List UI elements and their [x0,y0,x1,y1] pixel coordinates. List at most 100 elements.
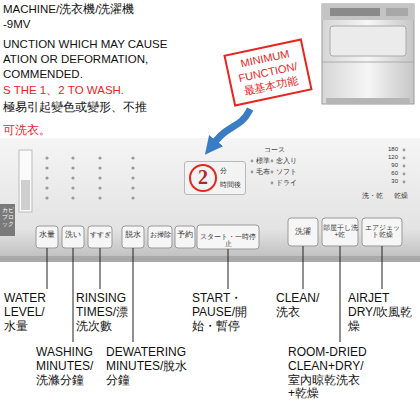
node-text: 2 [189,164,217,192]
leader-line [340,246,341,342]
scale-number: 90 [382,162,398,169]
control-panel [288,218,318,246]
node-text: MINIMUM FUNCTION/最基本功能 [231,46,304,100]
control-panel [98,166,101,169]
washing-machine-photo [330,8,380,16]
leader-line [228,249,229,289]
warning-text: 可洗衣。 [3,124,51,137]
control-panel [197,225,259,249]
control-panel [251,171,254,174]
control-panel [19,150,32,212]
scale-number: 60 [382,170,398,177]
course-option: 念入り [276,157,297,164]
node-subtext: 分 [220,166,241,176]
warning-text: S THE 1、2 TO WASH. [3,84,124,97]
course-option: ソフト [276,168,297,175]
display-window: 2分時間後 [184,161,246,195]
button-label: エアジェット乾燥 [362,224,402,239]
control-panel [362,218,402,246]
washing-machine-photo [330,26,406,56]
washing-machine-photo [322,4,414,104]
leader-line [133,248,134,342]
button-label: 部屋干し洗+乾 [322,224,358,239]
control-panel [271,160,274,163]
scale-number: 30 [382,178,398,185]
control-panel [403,181,406,184]
control-panel [62,226,84,248]
control-panel [98,176,101,179]
control-panel [0,138,420,260]
control-panel [45,149,405,200]
course-option: ドライ [276,179,297,186]
control-panel [45,166,48,169]
control-panel [322,218,358,246]
course-option: 毛布 [256,168,270,175]
control-panel [98,196,101,199]
scale-number: 180 [382,146,398,153]
course-option: 標準 [256,157,270,164]
control-panel [148,226,172,248]
button-label: 脱水 [122,231,144,240]
pointer-arrow [215,109,250,142]
button-label: スタート・一時停止 [197,233,259,248]
control-panel [98,156,101,159]
warning-text: COMMENDED. [3,68,83,81]
control-panel [71,156,74,159]
control-panel [131,186,134,189]
leader-line [47,246,382,342]
control-panel [36,218,402,249]
control-panel [45,156,48,159]
scale-number: 120 [382,154,398,161]
warning-text: UNCTION WHICH MAY CAUSE [3,38,167,51]
control-panel [0,256,420,262]
control-panel [271,171,274,174]
washing-machine-photo [326,98,410,104]
control-panel [271,182,274,185]
annotation-label: CLEAN/洗衣 [276,292,322,320]
control-panel [45,186,48,189]
tab-label: カビブロック [1,207,15,228]
washing-machine-photo [386,8,408,16]
control-panel [403,173,406,176]
control-panel [0,138,420,262]
control-panel [0,204,15,236]
control-panel [251,160,254,163]
annotation-label: RINSING TIMES/漂洗次數 [76,292,128,333]
washing-machine-photo [322,4,414,20]
control-panel [21,180,30,210]
washing-machine-photo [322,4,414,104]
control-panel [131,166,134,169]
model-number: -9MV [3,18,30,31]
control-panel [403,157,406,160]
warning-text: 極易引起變色或變形、不推 [3,101,147,114]
button-label: 水量 [36,231,58,240]
control-panel [122,226,144,248]
control-panel [175,226,195,248]
annotation-label: ROOM-DRIED CLEAN+DRY/室內晾乾洗衣+乾燥 [288,346,374,401]
control-panel [71,186,74,189]
leader-line [47,248,48,289]
control-panel [131,176,134,179]
control-panel [98,186,101,189]
control-panel [88,226,112,248]
button-label: 洗い [62,231,84,240]
control-panel [403,149,406,152]
control-panel [71,196,74,199]
annotation-label: AIRJET DRY/吹風乾燥 [348,292,416,333]
control-panel [71,176,74,179]
washing-machine-photo [322,62,414,63]
button-label: お掃除 [148,231,172,239]
annotation-label: WASHING MINUTES/洗滌分鐘 [36,346,98,387]
callout-box: MINIMUM FUNCTION/最基本功能 [223,38,312,107]
control-panel [131,196,134,199]
leader-line [382,246,383,289]
control-panel [403,165,406,168]
annotation-label: START・PAUSE/開始・暫停 [192,292,268,333]
annotation-label: WATER LEVEL/水量 [4,292,54,333]
panel-text: 乾燥 [394,192,408,199]
button-label: 洗濯 [288,227,318,236]
leader-line [100,248,101,289]
panel-text: 洗・乾 [362,192,383,199]
header-text: MACHINE/洗衣機/洗濯機 [3,3,134,16]
control-panel [131,156,134,159]
